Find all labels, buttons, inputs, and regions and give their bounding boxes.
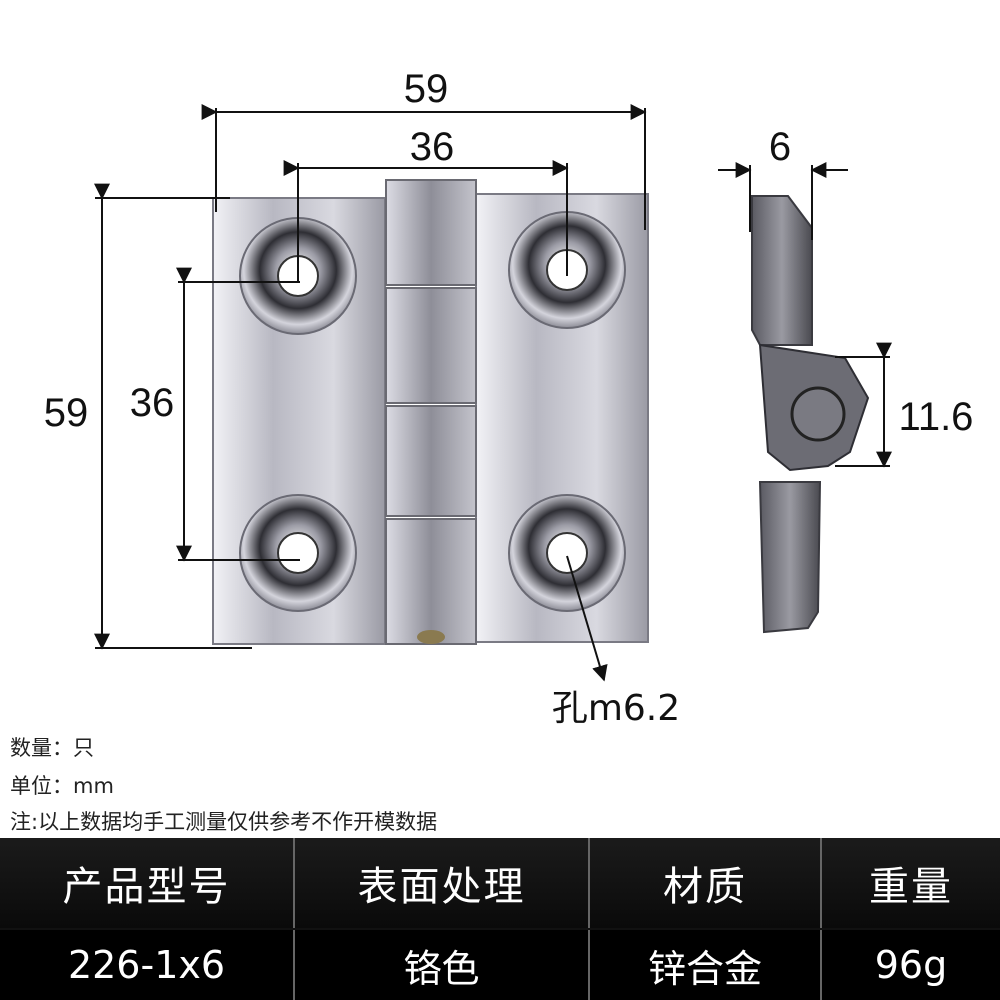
dimension-lines — [94, 104, 892, 682]
value-model: 226-1x6 — [0, 930, 295, 1000]
side-lower-leaf — [758, 481, 822, 634]
note-unit: 单位：mm — [10, 774, 114, 798]
note-quantity: 数量：只 — [10, 736, 94, 760]
pin-end — [417, 630, 445, 644]
side-pin — [790, 386, 846, 442]
knuckle-mid — [385, 287, 477, 404]
knuckle-top — [385, 179, 477, 286]
spec-table-value-row: 226-1x6 铬色 锌合金 96g — [0, 930, 1000, 1000]
dim-knuckle-dia: 11.6 — [899, 395, 974, 439]
side-upper-leaf — [751, 195, 813, 346]
value-weight: 96g — [874, 943, 948, 987]
dim-total-height: 59 — [44, 391, 89, 435]
knuckle-bottom — [385, 518, 477, 645]
hinge-front-view — [212, 179, 649, 645]
dim-thickness: 6 — [769, 125, 791, 169]
spec-table-header-row: 产品型号 表面处理 材质 重量 — [0, 838, 1000, 928]
header-finish: 表面处理 — [295, 838, 590, 928]
hinge-dimension-drawing: 59 36 59 36 6 11.6 孔m6.2 — [44, 67, 974, 729]
hole-bottom-right — [546, 532, 588, 574]
value-finish: 铬色 — [295, 930, 590, 1000]
header-model: 产品型号 — [0, 838, 295, 928]
value-material: 锌合金 — [590, 930, 822, 1000]
dim-total-width: 59 — [404, 67, 449, 111]
hole-bottom-left — [277, 532, 319, 574]
header-weight: 重量 — [869, 864, 953, 910]
knuckle-lower — [385, 405, 477, 517]
note-disclaimer: 注:以上数据均手工测量仅供参考不作开模数据 — [10, 810, 438, 834]
spec-table: 产品型号 表面处理 材质 重量 226-1x6 铬色 锌合金 96g — [0, 838, 1000, 1000]
dim-hole-label: 孔m6.2 — [552, 688, 680, 729]
hinge-side-view — [751, 195, 870, 634]
header-material: 材质 — [590, 838, 822, 928]
dim-hole-spacing-h: 36 — [410, 125, 455, 169]
dim-hole-spacing-v: 36 — [130, 381, 175, 425]
